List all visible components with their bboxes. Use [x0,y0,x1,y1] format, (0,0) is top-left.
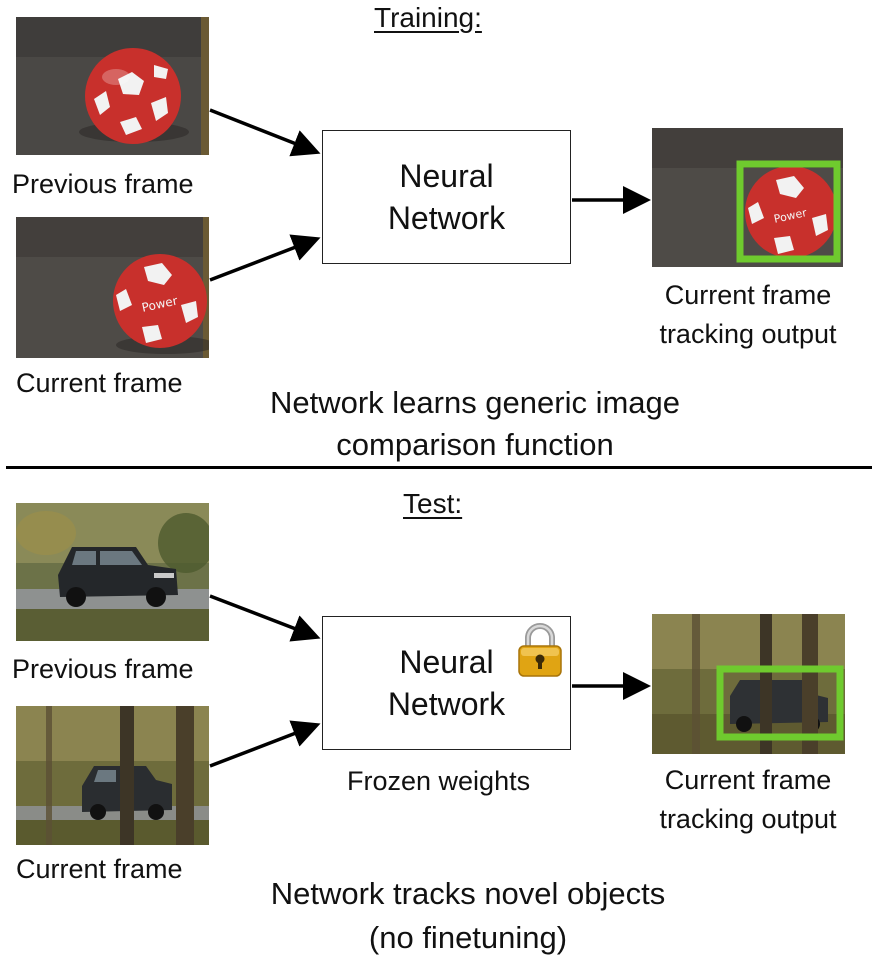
test-network-line1: Neural [399,644,494,680]
test-current-frame-label: Current frame [16,854,183,884]
training-previous-frame-image [16,17,209,155]
test-output-label: Current frame tracking output [659,765,837,834]
training-output-frame-image: Power [652,128,843,267]
test-arrows [209,594,651,768]
training-arrows [209,108,651,282]
test-caption: Network tracks novel objects (no finetun… [270,876,666,955]
test-current-frame-image [16,706,209,845]
test-heading: Test: [403,488,463,519]
training-neural-network-box: Neural Network [322,130,571,264]
training-network-line1: Neural [399,158,494,194]
arrow-icon [209,594,321,642]
test-output-frame-image [652,614,845,754]
training-network-line2: Network [387,200,506,236]
training-tracking-box [736,160,841,263]
arrow-icon [209,234,321,282]
training-current-frame-image: Power [16,217,209,358]
arrow-icon [209,108,321,157]
section-divider [6,466,872,469]
training-current-frame-label: Current frame [16,368,183,398]
training-previous-frame-label: Previous frame [12,169,194,199]
frozen-weights-label: Frozen weights [347,766,531,796]
lock-icon [518,623,562,677]
training-heading: Training: [374,2,482,33]
arrow-icon [209,720,321,768]
test-previous-frame-label: Previous frame [12,654,194,684]
test-previous-frame-image [16,503,209,641]
training-caption: Network learns generic image comparison … [269,385,681,462]
test-network-line2: Network [387,686,506,722]
test-tracking-box [716,665,844,741]
training-output-label: Current frame tracking output [659,280,837,349]
